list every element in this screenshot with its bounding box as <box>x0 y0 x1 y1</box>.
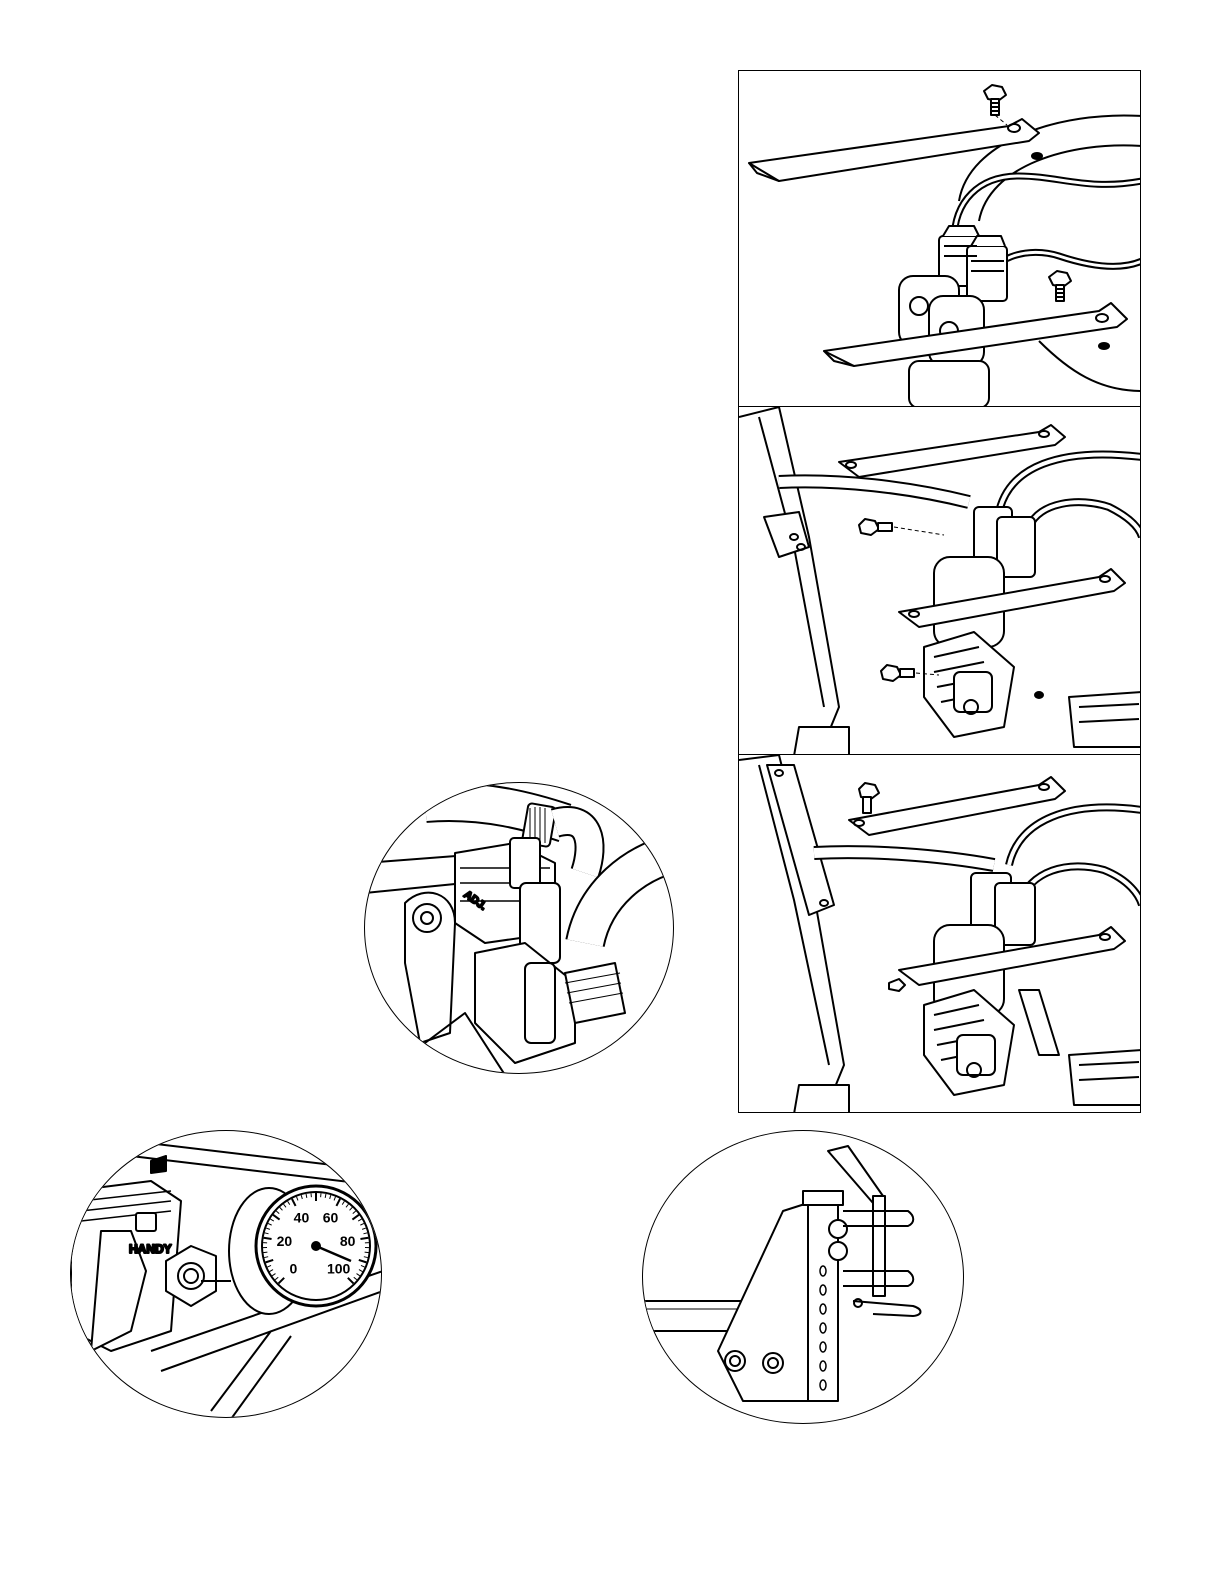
gauge-tick <box>263 1252 267 1253</box>
panel-step-2 <box>738 406 1141 755</box>
gauge-scale-label: 100 <box>327 1261 351 1277</box>
gauge-scale-label: 60 <box>323 1209 339 1225</box>
gauge-scale-label: 40 <box>294 1209 310 1225</box>
hitch-detail-illustration <box>643 1131 964 1424</box>
brand-label: HANDY <box>129 1242 172 1256</box>
step-3-illustration <box>739 755 1141 1113</box>
gauge-scale-label: 80 <box>340 1233 356 1249</box>
valve-detail-illustration: ADJ. <box>365 783 674 1074</box>
channel-hole <box>820 1342 826 1352</box>
channel-hole <box>820 1266 826 1276</box>
channel-hole <box>820 1323 826 1333</box>
valve-detail-callout: ADJ. <box>364 782 674 1074</box>
step-1-illustration <box>739 71 1141 407</box>
panel-step-3 <box>738 754 1141 1113</box>
gauge-tick <box>360 1238 368 1239</box>
channel-hole <box>820 1380 826 1390</box>
channel-hole <box>820 1361 826 1371</box>
gauge-scale-label: 0 <box>289 1261 297 1277</box>
gauge-tick <box>264 1238 272 1239</box>
gauge-scale-label: 20 <box>277 1233 293 1249</box>
channel-hole <box>820 1285 826 1295</box>
gauge-tick <box>365 1252 369 1253</box>
channel-hole <box>820 1304 826 1314</box>
panel-step-1 <box>738 70 1141 407</box>
hitch-detail-callout <box>642 1130 964 1424</box>
step-2-illustration <box>739 407 1141 755</box>
